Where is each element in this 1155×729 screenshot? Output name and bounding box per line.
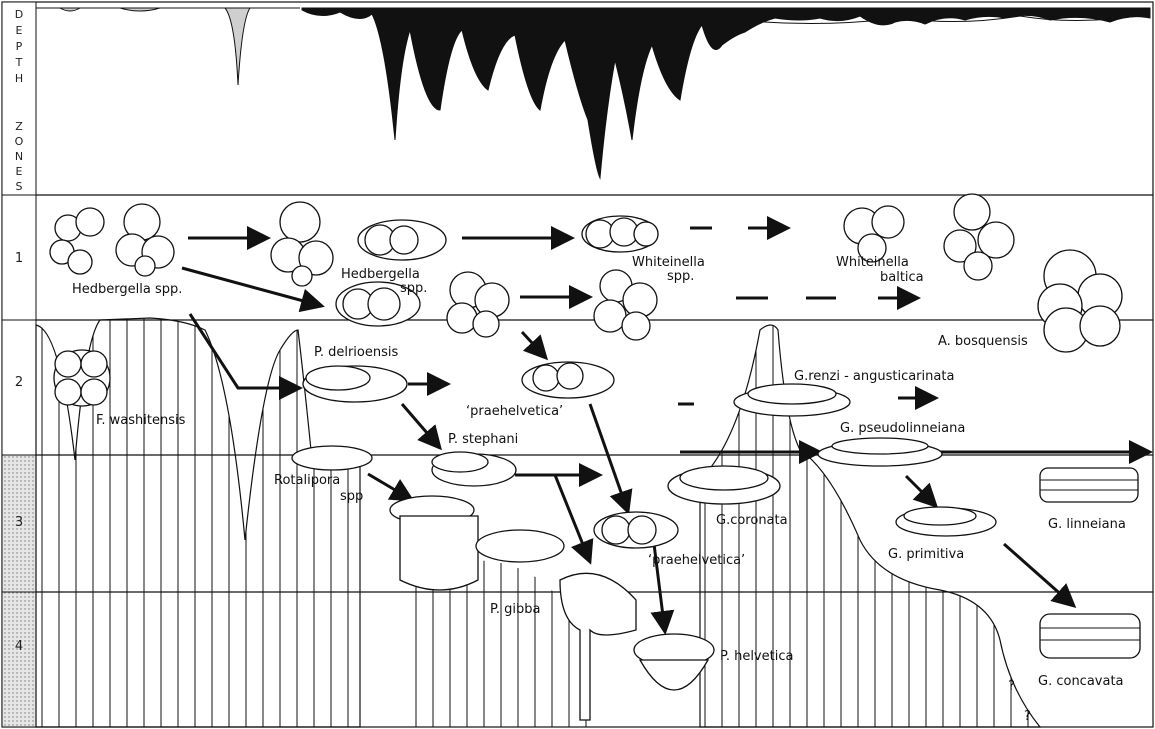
zones-letter: Z bbox=[15, 120, 23, 133]
label-g-renzi-angusticarinata: G.renzi - angusticarinata bbox=[794, 369, 954, 384]
label-g-pseudolinneiana: G. pseudolinneiana bbox=[840, 421, 965, 436]
label-hedbergella-mid: Hedbergella bbox=[341, 267, 420, 282]
g-linneiana-specimen bbox=[1040, 468, 1138, 502]
depth-column bbox=[2, 2, 36, 727]
depth-letter: H bbox=[15, 72, 23, 85]
label-p-helvetica: P. helvetica bbox=[720, 649, 793, 664]
depth-letter: D bbox=[15, 8, 23, 21]
zones-letter: O bbox=[15, 135, 24, 148]
zones-letter: E bbox=[16, 165, 23, 178]
praehelvetica-lower-specimen bbox=[594, 512, 678, 548]
g-primitiva-specimen bbox=[896, 507, 996, 536]
depth-letter: T bbox=[15, 56, 23, 69]
zone-number-4: 4 bbox=[15, 639, 23, 654]
f-washitensis-specimen bbox=[54, 350, 110, 406]
label-whiteinella-spp: Whiteinella bbox=[632, 255, 705, 270]
label-f-washitensis: F. washitensis bbox=[96, 413, 186, 428]
label-praehelvetica-upper: ‘praehelvetica’ bbox=[466, 404, 563, 419]
zone-number-2: 2 bbox=[15, 375, 23, 390]
label-g-linneiana: G. linneiana bbox=[1048, 517, 1126, 532]
zone-number-1: 1 bbox=[15, 251, 23, 266]
zone-number-3: 3 bbox=[15, 515, 23, 530]
praehelvetica-upper-specimen bbox=[522, 362, 614, 398]
label-a-bosquensis: A. bosquensis bbox=[938, 334, 1028, 349]
zones-letter: N bbox=[15, 150, 23, 163]
label-whiteinella-spp-suffix: spp. bbox=[667, 269, 694, 284]
g-pseudolinneiana-specimen bbox=[818, 438, 942, 466]
label-g-concavata: G. concavata bbox=[1038, 674, 1124, 689]
label-p-gibba: P. gibba bbox=[490, 602, 540, 617]
label-hedbergella-spp: Hedbergella spp. bbox=[72, 282, 182, 297]
label-rotalipora-suffix: spp bbox=[340, 489, 363, 504]
label-question-lower: ? bbox=[1024, 709, 1031, 724]
label-question-upper: ? bbox=[1008, 679, 1015, 694]
label-g-coronata: G.coronata bbox=[716, 513, 788, 528]
depth-letter: E bbox=[16, 24, 23, 37]
zones-letter: S bbox=[16, 180, 23, 193]
p-delrioensis-specimen bbox=[303, 366, 407, 402]
depth-letter: P bbox=[16, 40, 23, 53]
g-concavata-specimen bbox=[1040, 614, 1140, 658]
label-whiteinella-baltica: Whiteinella bbox=[836, 255, 909, 270]
label-rotalipora: Rotalipora bbox=[274, 473, 340, 488]
label-hedbergella-mid-suffix: spp. bbox=[400, 281, 427, 296]
label-p-delrioensis: P. delrioensis bbox=[314, 345, 398, 360]
label-whiteinella-baltica-suffix: baltica bbox=[880, 270, 924, 285]
label-p-stephani: P. stephani bbox=[448, 432, 518, 447]
label-g-primitiva: G. primitiva bbox=[888, 547, 964, 562]
label-praehelvetica-lower: ‘praehelvetica’ bbox=[648, 553, 745, 568]
whiteinella-spp-specimen bbox=[582, 216, 658, 252]
